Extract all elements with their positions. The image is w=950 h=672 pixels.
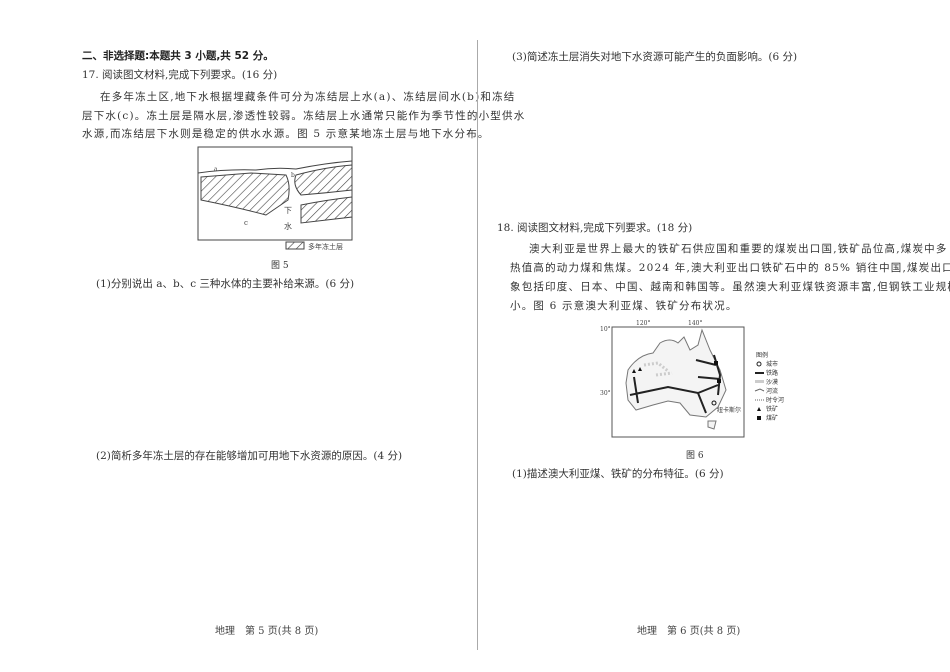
legend-city: 城市 <box>766 360 778 368</box>
coal-mine-marker <box>714 361 718 365</box>
permafrost-layer <box>294 164 353 196</box>
legend-title: 图例 <box>756 351 768 359</box>
label-b: b <box>291 172 295 179</box>
legend-coal: 煤矿 <box>766 414 778 422</box>
q18-para-line: 象包括印度、日本、中国、越南和韩国等。虽然澳大利亚煤铁资源丰富,但钢铁工业规模很 <box>510 281 950 293</box>
footer-right: 地理 第 6 页(共 8 页) <box>637 626 741 637</box>
australia-outline <box>625 328 727 418</box>
figure-5-caption: 图 5 <box>271 261 289 271</box>
legend-iron-ore: 铁矿 <box>766 405 778 413</box>
legend-desert: 沙漠 <box>766 378 778 386</box>
tasmania-outline <box>707 420 717 430</box>
legend-coal-icon <box>757 416 761 420</box>
lat-label: 10° <box>600 326 611 333</box>
q17-sub2: (2)简析多年冻土层的存在能够增加可用地下水资源的原因。(4 分) <box>96 450 403 462</box>
q17-para-line: 层下水(c)。冻土层是隔水层,渗透性较弱。冻结层上水通常只能作为季节性的小型供水 <box>82 110 526 122</box>
label-a: a <box>214 166 218 173</box>
q17-para-line: 水源,而冻结层下水则是稳定的供水水源。图 5 示意某地冻土层与地下水分布。 <box>82 128 490 140</box>
coal-mine-marker <box>717 379 721 383</box>
q18-title: 18. 阅读图文材料,完成下列要求。(18 分) <box>497 222 693 234</box>
legend-desert-icon <box>755 380 764 383</box>
q18-sub1: (1)描述澳大利亚煤、铁矿的分布特征。(6 分) <box>512 468 724 480</box>
legend-city-icon <box>756 361 762 367</box>
lat-label: 30° <box>600 390 611 397</box>
label-shui: 水 <box>284 221 292 231</box>
q17-title: 17. 阅读图文材料,完成下列要求。(16 分) <box>82 69 278 81</box>
lon-label: 120° <box>636 320 650 327</box>
q18-para-line: 小。图 6 示意澳大利亚煤、铁矿分布状况。 <box>510 300 738 312</box>
figure-6-australia-map: 120° 140° 10° 30° 纽卡斯尔 图例 城市 铁路 沙漠 河流 时令… <box>600 320 784 438</box>
legend-seasonal-river: 时令河 <box>766 396 784 404</box>
figure-6-caption: 图 6 <box>686 451 704 461</box>
q17-sub1: (1)分别说出 a、b、c 三种水体的主要补给来源。(6 分) <box>96 278 355 290</box>
ground-surface <box>197 160 353 174</box>
q18-para-line: 澳大利亚是世界上最大的铁矿石供应国和重要的煤炭出口国,铁矿品位高,煤炭中多 <box>529 243 948 255</box>
page-divider <box>477 40 478 650</box>
legend-railway: 铁路 <box>766 369 778 377</box>
q17-sub3: (3)简述冻土层消失对地下水资源可能产生的负面影响。(6 分) <box>512 51 798 63</box>
iron-ore-marker <box>632 369 636 373</box>
legend-swatch <box>285 241 305 250</box>
iron-ore-marker <box>638 367 642 371</box>
label-c: c <box>244 219 248 227</box>
legend-river: 河流 <box>766 387 778 395</box>
city-label: 纽卡斯尔 <box>717 406 741 414</box>
q17-para-line: 在多年冻土区,地下水根据埋藏条件可分为冻结层上水(a)、冻结层间水(b)和冻结 <box>100 91 516 103</box>
legend-river-icon <box>754 388 765 392</box>
permafrost-layer <box>300 196 353 224</box>
q18-para-line: 热值高的动力煤和焦煤。2024 年,澳大利亚出口铁矿石中的 85% 销往中国,煤… <box>510 262 950 274</box>
lon-label: 140° <box>688 320 702 327</box>
section-heading: 二、非选择题:本题共 3 小题,共 52 分。 <box>82 50 274 62</box>
permafrost-layer <box>200 172 290 216</box>
deserts <box>643 361 673 377</box>
footer-left: 地理 第 5 页(共 8 页) <box>215 626 319 637</box>
label-xia: 下 <box>284 206 292 215</box>
figure-5-permafrost-diagram: a b c 下 水 多年冻土层 <box>197 146 353 251</box>
city-newcastle <box>711 400 717 406</box>
legend-label: 多年冻土层 <box>308 242 343 251</box>
railways <box>629 354 722 414</box>
legend-iron-ore-icon <box>757 407 761 411</box>
